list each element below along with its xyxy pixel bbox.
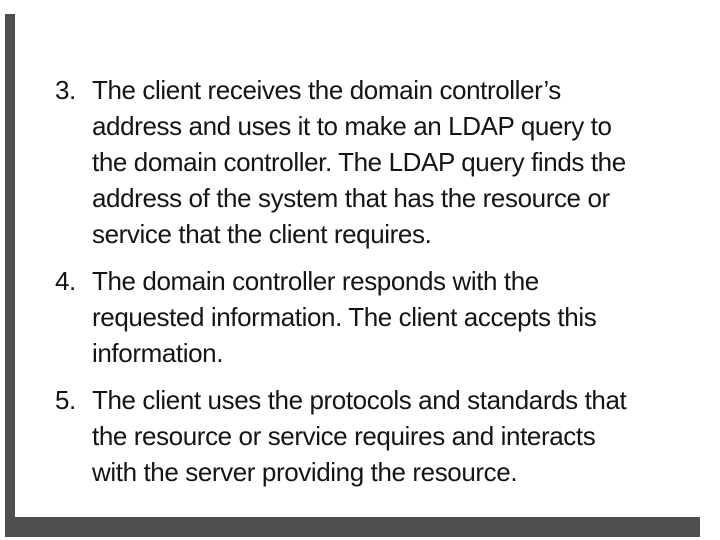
text-line: The domain controller responds with the: [92, 266, 539, 296]
list-item-5: 5. The client uses the protocols and sta…: [55, 382, 702, 490]
list-item-number: 4.: [55, 266, 76, 296]
text-line: service that the client requires.: [92, 219, 432, 249]
numbered-list: 3. The client receives the domain contro…: [55, 72, 702, 490]
text-line: requested information. The client accept…: [92, 302, 597, 332]
text-line: The client receives the domain controlle…: [92, 75, 561, 105]
text-line: address of the system that has the resou…: [92, 183, 610, 213]
text-line: information.: [92, 338, 224, 368]
slide-surface: 3. The client receives the domain contro…: [15, 0, 720, 517]
list-item-text: The client receives the domain controlle…: [92, 72, 702, 252]
text-line: with the server providing the resource.: [92, 457, 518, 487]
text-line: The client uses the protocols and standa…: [92, 385, 627, 415]
list-item-text: The domain controller responds with the …: [92, 263, 702, 371]
text-line: address and uses it to make an LDAP quer…: [92, 111, 612, 141]
list-item-number: 3.: [55, 75, 76, 105]
text-line: the domain controller. The LDAP query fi…: [92, 147, 626, 177]
list-item-number: 5.: [55, 385, 76, 415]
text-line: the resource or service requires and int…: [92, 421, 596, 451]
list-item-4: 4. The domain controller responds with t…: [55, 263, 702, 371]
list-item-3: 3. The client receives the domain contro…: [55, 72, 702, 252]
list-item-text: The client uses the protocols and standa…: [92, 382, 702, 490]
